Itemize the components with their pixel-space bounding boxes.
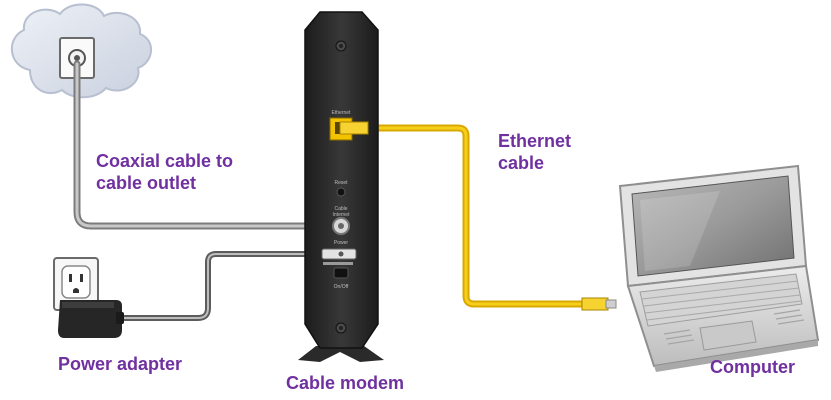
power-cable xyxy=(117,251,325,321)
laptop xyxy=(581,164,820,372)
on-off-label: On/Off xyxy=(334,284,349,290)
ethernet-cable-callout: Ethernet cable xyxy=(498,130,571,174)
cloud-outlet-group xyxy=(10,3,152,99)
power-adapter-callout: Power adapter xyxy=(58,354,183,374)
ethernet-plug-modem xyxy=(339,121,369,135)
modem-stand xyxy=(298,346,384,362)
reset-label: Reset xyxy=(334,180,348,186)
reset-button xyxy=(336,187,346,197)
cable-port-label-line1: Cable xyxy=(334,206,347,212)
coaxial-cable-callout-line1: Coaxial cable to xyxy=(96,151,234,171)
ethernet-cable-callout-line2: cable xyxy=(498,153,545,173)
on-off-switch xyxy=(333,267,349,279)
coaxial-cable-callout-line2: cable outlet xyxy=(96,173,197,193)
cable-port-label-line2: Internet xyxy=(333,212,351,218)
computer-callout: Computer xyxy=(710,357,795,377)
laptop-touchpad xyxy=(699,320,757,351)
coaxial-cable-callout: Coaxial cable to cable outlet xyxy=(96,150,233,194)
cable-modem-callout: Cable modem xyxy=(286,373,405,393)
ethernet-port-label: Ethernet xyxy=(332,110,352,116)
cable-modem: Ethernet Reset Cable Internet Power On/O… xyxy=(298,11,384,362)
ethernet-plug-laptop xyxy=(581,297,609,311)
laptop-keyboard xyxy=(639,273,803,327)
power-port-label: Power xyxy=(334,240,349,246)
ethernet-cable-callout-line1: Ethernet xyxy=(498,131,572,151)
laptop-screen xyxy=(631,175,795,277)
power-adapter xyxy=(58,300,124,338)
